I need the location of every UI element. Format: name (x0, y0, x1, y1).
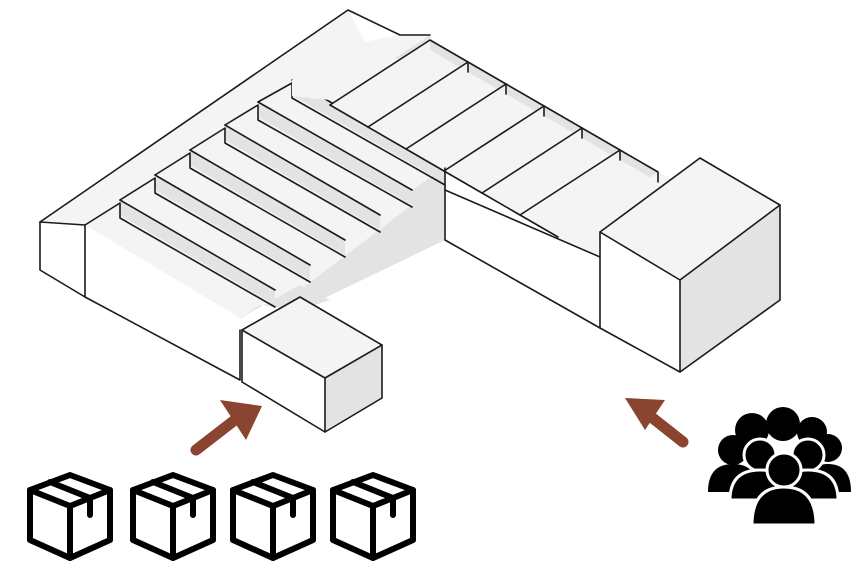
package-box-icon (230, 472, 316, 561)
arrow-up-right-icon (190, 400, 262, 456)
package-box-icon (27, 472, 113, 561)
package-box-icon (130, 472, 216, 561)
upper-landing-cube (599, 157, 781, 373)
arrow-up-left-icon (625, 398, 689, 448)
people-group-icon (708, 407, 851, 527)
left-flight (84, 79, 446, 310)
right-flight (292, 35, 700, 328)
lower-landing-block (241, 296, 383, 433)
package-box-icon (330, 472, 416, 561)
structure-outline (39, 9, 601, 381)
package-boxes (27, 472, 416, 561)
